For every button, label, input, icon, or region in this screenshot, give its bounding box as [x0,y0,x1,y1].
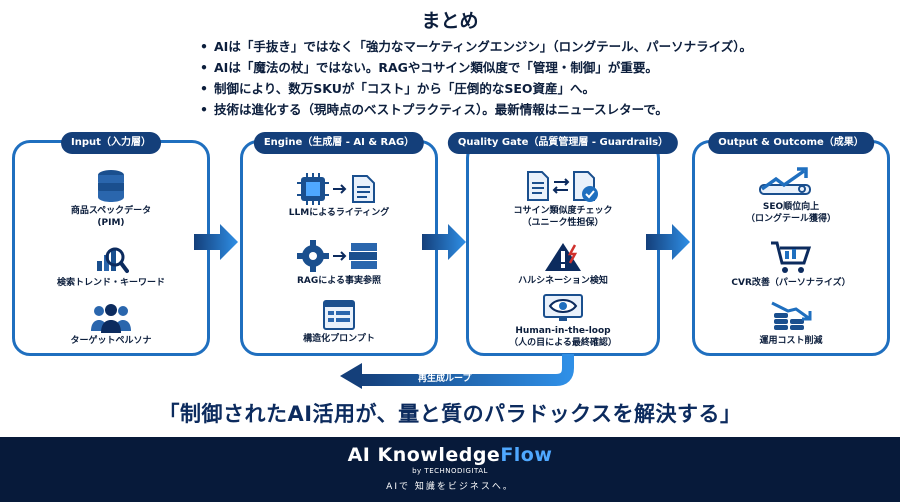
engine-item-rag: RAGによる事実参照 [243,239,435,287]
brand-logo: AI KnowledgeFlow [0,444,900,466]
output-item-label: CVR改善（パーソナライズ） [731,278,851,288]
output-item-label: SEO順位向上 （ロングテール獲得） [745,202,836,224]
brand-slogan: AIで 知識をビジネスへ。 [386,482,514,492]
output-item-cost: 運用コスト削減 [695,301,887,347]
summary-bullets: AIは「手抜き」ではなく「強力なマーケティングエンジン」（ロングテール、パーソナ… [200,36,820,120]
summary-bullet: AIは「手抜き」ではなく「強力なマーケティングエンジン」（ロングテール、パーソナ… [200,36,820,57]
output-item-cvr: CVR改善（パーソナライズ） [695,239,887,289]
flow-arrow-engine-quality [422,224,466,260]
quality-item-similarity: コサイン類似度チェック （ユニーク性担保） [469,169,657,229]
stage-output: Output & Outcome（成果） SEO順位向上 （ロングテール獲得） … [692,132,890,356]
quality-item-label: ハルシネーション検知 [518,276,608,286]
quality-item-human-review: Human-in-the-loop （人の目による最終確認） [469,293,657,349]
persona-group-icon [91,304,131,333]
input-item-label: ターゲットペルソナ [70,336,152,346]
output-item-label: 運用コスト削減 [759,336,823,346]
engine-item-prompt: 構造化プロンプト [243,299,435,345]
document-compare-icon [527,171,598,202]
summary-title: まとめ [421,10,479,32]
flow-arrow-quality-output [646,224,690,260]
stage-input-title: Input（入力層） [61,132,161,154]
engine-item-llm: LLMによるライティング [243,173,435,219]
quality-item-label: Human-in-the-loop （人の目による最終確認） [509,326,617,348]
coins-down-icon [771,301,812,330]
ai-chip-to-document-icon [297,173,375,205]
eye-monitor-icon [543,294,583,321]
stage-quality-title: Quality Gate（品質管理層 - Guardrails） [447,132,679,154]
quality-item-hallucination: ハルシネーション検知 [469,241,657,287]
stage-engine-title: Engine（生成層 - AI & RAG） [253,132,425,154]
stage-quality-gate: Quality Gate（品質管理層 - Guardrails） コサイン類似度… [447,132,679,356]
input-item-pim: 商品スペックデータ (PIM) [15,169,207,229]
input-item-label: 商品スペックデータ (PIM) [70,206,152,228]
summary-bullet: 制御により、数万SKUが「コスト」から「圧倒的なSEO資産」へ。 [200,78,820,99]
trend-up-icon [759,167,811,195]
tagline: 「制御されたAI活用が、量と質のパラドックスを解決する」 [158,402,742,426]
engine-item-label: 構造化プロンプト [303,334,375,344]
search-trend-icon [97,247,129,273]
output-item-seo: SEO順位向上 （ロングテール獲得） [695,167,887,225]
flow-arrow-input-engine [194,224,238,260]
footer-banner: AI KnowledgeFlow by TECHNODIGITAL AIで 知識… [0,437,900,502]
structured-prompt-icon [323,300,355,330]
quality-item-label: コサイン類似度チェック （ユニーク性担保） [513,206,613,228]
input-item-persona: ターゲットペルソナ [15,303,207,347]
summary-bullet: AIは「魔法の杖」ではない。RAGやコサイン類似度で「管理・制御」が重要。 [200,57,820,78]
cart-icon [771,241,812,273]
stage-engine: Engine（生成層 - AI & RAG） LLMによるライティング [240,132,438,356]
database-icon [98,170,124,202]
gear-to-books-icon [297,240,377,272]
brand-name-part1: AI Knowledge [347,444,501,466]
stage-output-title: Output & Outcome（成果） [708,132,874,154]
summary-bullet: 技術は進化する（現時点のベストプラクティス）。最新情報はニュースレターで。 [200,99,820,120]
input-item-trends: 検索トレンド・キーワード [15,241,207,289]
engine-item-label: LLMによるライティング [288,208,390,218]
warning-icon [545,243,581,271]
engine-item-label: RAGによる事実参照 [296,276,381,286]
regeneration-loop-arrow [340,354,574,389]
stage-input: Input（入力層） 商品スペックデータ (PIM) 検索トレンド・キーワード … [12,132,210,356]
regeneration-loop-label: 再生成ループ [418,374,472,384]
brand-name-part2: Flow [500,444,553,466]
brand-byline: by TECHNODIGITAL [412,467,488,475]
input-item-label: 検索トレンド・キーワード [56,278,165,288]
